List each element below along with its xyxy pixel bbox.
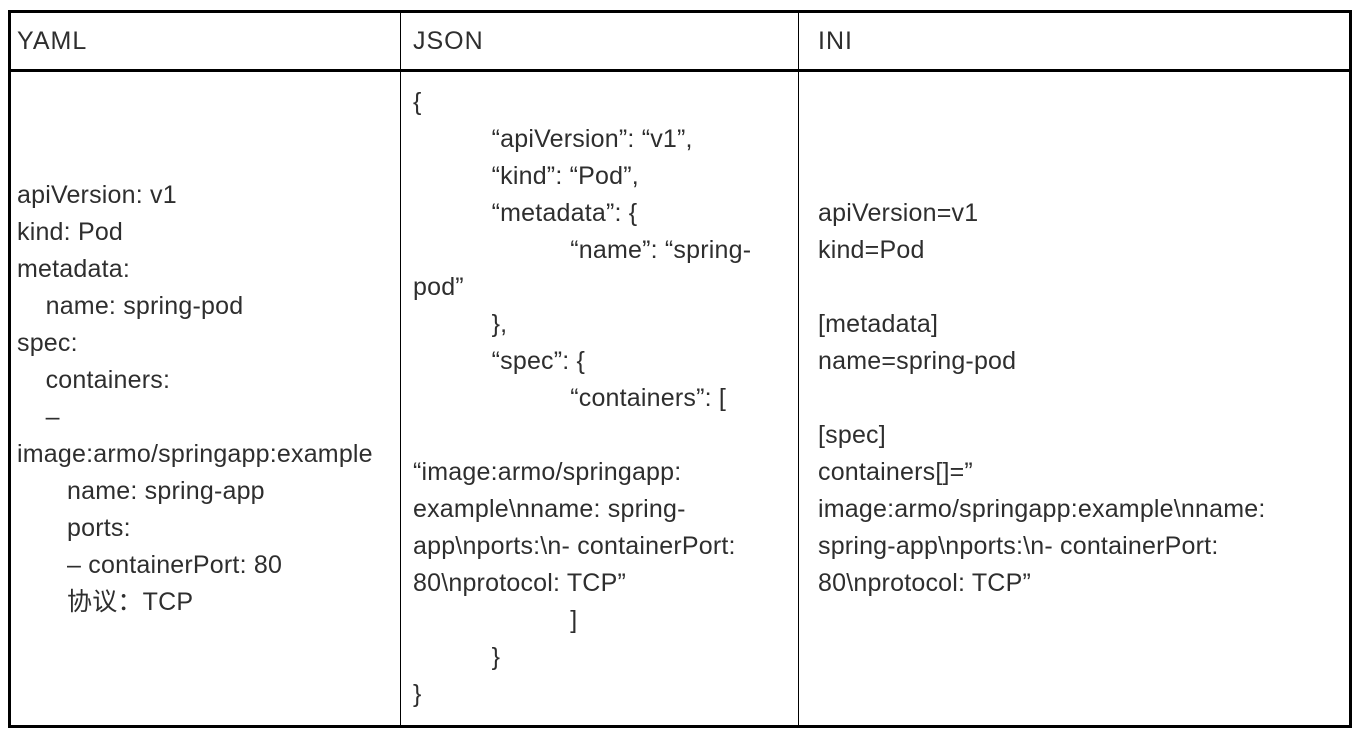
ini-code-text: apiVersion=v1 kind=Pod [metadata] name=s… [818,199,1266,597]
yaml-code-text: apiVersion: v1 kind: Pod metadata: name:… [17,180,373,616]
column-header-yaml-label: YAML [17,26,88,55]
column-header-json-label: JSON [413,26,484,55]
json-code-cell: { “apiVersion”: “v1”, “kind”: “Pod”, “me… [400,72,798,725]
column-header-json: JSON [400,13,798,72]
json-code-text: { “apiVersion”: “v1”, “kind”: “Pod”, “me… [413,88,752,708]
column-header-ini-label: INI [818,26,853,55]
column-header-ini: INI [798,13,1349,72]
format-comparison-table: YAML JSON INI apiVersion: v1 kind: Pod m… [8,10,1352,728]
column-header-yaml: YAML [11,13,400,72]
yaml-code-cell: apiVersion: v1 kind: Pod metadata: name:… [11,72,400,725]
ini-code-cell: apiVersion=v1 kind=Pod [metadata] name=s… [798,72,1349,725]
